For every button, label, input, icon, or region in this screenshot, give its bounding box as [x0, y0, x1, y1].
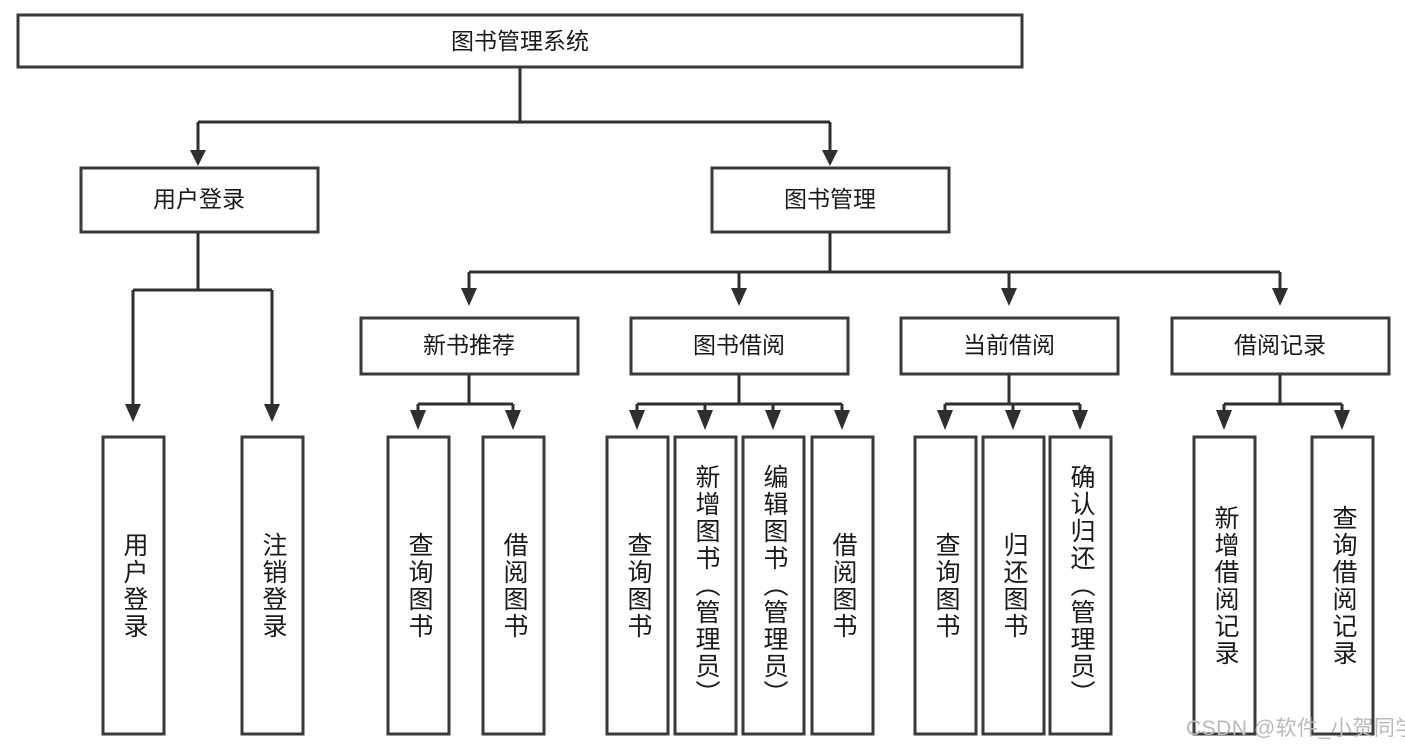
connector-group-root [190, 68, 838, 166]
leaf-new-book-2[interactable] [481, 435, 546, 736]
arrowhead-cb-l2 [1005, 410, 1021, 430]
arrowhead-cb-l1 [937, 410, 953, 430]
arrowhead-bm-c1 [461, 288, 477, 306]
arrowhead-cb-l3 [1072, 410, 1088, 430]
node-user-login[interactable] [79, 166, 320, 234]
connector-group-book-mgmt [461, 233, 1288, 306]
leaf-new-book-1[interactable] [386, 435, 451, 736]
node-new-book-recommend[interactable] [359, 316, 580, 376]
arrowhead-bb-l4 [834, 410, 850, 430]
arrowhead-user-login [190, 150, 206, 166]
arrowhead-nb-l1 [410, 410, 426, 430]
node-borrow-record-label: 借阅记录 [1234, 332, 1326, 358]
node-book-management-label: 图书管理 [784, 186, 876, 212]
connector-group-book-borrow [629, 374, 850, 430]
leaf-borrow-record-1[interactable] [1192, 435, 1257, 736]
node-current-borrow-label: 当前借阅 [963, 332, 1055, 358]
leaf-borrow-record-2[interactable] [1310, 435, 1375, 736]
connector-group-new-book [410, 374, 521, 430]
leaf-current-borrow-3[interactable] [1048, 435, 1113, 736]
connector-group-user-login [125, 233, 280, 422]
node-borrow-record[interactable] [1170, 316, 1391, 376]
node-new-book-recommend-label: 新书推荐 [423, 332, 515, 358]
arrowhead-book-mgmt [822, 150, 838, 166]
node-root[interactable] [16, 13, 1024, 69]
arrowhead-nb-l2 [505, 410, 521, 430]
leaf-book-borrow-2[interactable] [673, 435, 738, 736]
leaf-book-borrow-3[interactable] [741, 435, 806, 736]
arrowhead-br-l1 [1216, 410, 1232, 430]
leaf-user-login-2[interactable] [240, 435, 305, 736]
arrowhead-bm-c3 [1001, 288, 1017, 306]
node-current-borrow[interactable] [899, 316, 1120, 376]
leaf-book-borrow-1[interactable] [605, 435, 670, 736]
node-book-borrow[interactable] [629, 316, 850, 376]
node-book-management[interactable] [710, 166, 951, 234]
leaf-current-borrow-1[interactable] [913, 435, 978, 736]
arrowhead-bb-l1 [629, 410, 645, 430]
arrowhead-bm-c4 [1272, 288, 1288, 306]
node-user-login-label: 用户登录 [153, 186, 245, 212]
leaf-user-login-1[interactable] [101, 435, 166, 736]
connector-group-borrow-record [1216, 374, 1350, 430]
arrowhead-bb-l3 [765, 410, 781, 430]
arrowhead-ul-leaf2 [264, 404, 280, 422]
arrowhead-bb-l2 [697, 410, 713, 430]
connector-group-current-borrow [937, 374, 1088, 430]
leaf-book-borrow-4[interactable] [810, 435, 875, 736]
arrowhead-br-l2 [1334, 410, 1350, 430]
node-book-borrow-label: 图书借阅 [693, 332, 785, 358]
arrowhead-ul-leaf1 [125, 404, 141, 422]
csdn-watermark: CSDN @软件_小贺同学 [1186, 717, 1405, 740]
node-root-label: 图书管理系统 [451, 28, 589, 54]
arrowhead-bm-c2 [731, 288, 747, 306]
leaf-current-borrow-2[interactable] [981, 435, 1046, 736]
